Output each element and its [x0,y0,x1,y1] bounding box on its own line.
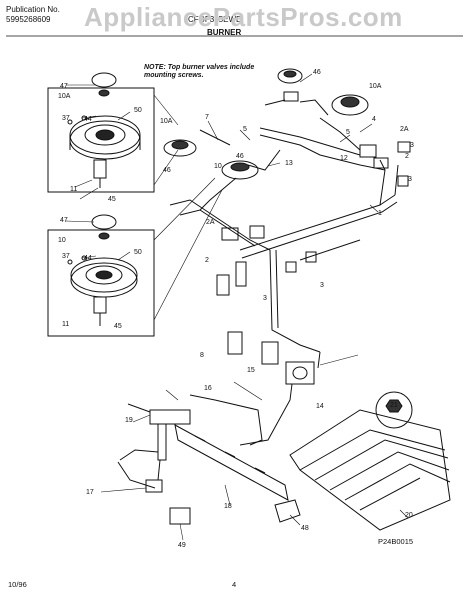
model-number: CFGF365EWD [188,15,242,24]
callout-17: 17 [86,489,94,496]
callout-3-d: 3 [320,282,324,289]
publication-number: 5995268609 [6,15,51,24]
igniter-module [169,507,191,525]
watermark: AppliancePartsPros.com [84,2,403,32]
manifold-assembly [169,99,399,353]
gas-supply-line [239,383,293,446]
spark-module [227,331,243,355]
inset-burner-10a [67,72,141,188]
callout-45-inset-b: 45 [114,323,122,330]
inset-burner-10a-frame [47,87,155,193]
manifold-pipe [174,424,289,501]
callout-10-inset-b: 10 [58,237,66,244]
callout-13: 13 [285,160,293,167]
callout-8: 8 [200,352,204,359]
callout-12: 12 [340,155,348,162]
callout-10a-b: 10A [160,118,173,125]
callout-44-inset-b: 44 [84,255,92,262]
callout-37-inset-a: 37 [62,115,70,122]
burner-valves [216,141,411,296]
regulator-bracket [261,341,279,365]
callout-47-inset-b: 47 [60,217,68,224]
callout-50-inset-a: 50 [134,107,142,114]
callout-45-inset-a: 45 [108,196,116,203]
callout-49: 49 [178,542,186,549]
diagram-note: NOTE: Top burner valves include mounting… [144,64,255,79]
callout-14: 14 [316,403,324,410]
callout-10a-inset-a: 10A [58,93,71,100]
callout-5-a: 5 [243,126,247,133]
inset-burner-10-frame [47,229,155,337]
publication-label: Publication No. [6,5,60,14]
callout-3-a: 3 [410,142,414,149]
callout-10a-c: 10A [369,83,382,90]
callout-37-inset-b: 37 [62,253,70,260]
callout-5-b: 5 [346,129,350,136]
callout-2-b: 2 [205,257,209,264]
callout-11-inset-b: 11 [62,321,69,328]
center-burner [221,160,259,180]
callout-4: 4 [372,116,376,123]
pressure-regulator [285,361,315,385]
callout-21: 21 [390,402,398,409]
callout-20: 20 [405,512,413,519]
callout-47-inset-a: 47 [60,83,68,90]
callout-44-inset-a: 44 [84,116,92,123]
callout-2a-b: 2A [206,219,215,226]
callout-15: 15 [247,367,255,374]
regulator-tube [317,351,321,369]
hex-nut [375,391,413,429]
callout-3-b: 3 [408,176,412,183]
callout-19: 19 [125,417,133,424]
front-right-burner [331,94,369,116]
callout-46-c: 46 [313,69,321,76]
callout-11-inset-a: 11 [70,186,77,193]
diagram-code: P24B0015 [378,537,414,546]
callout-46-a: 46 [163,167,171,174]
callout-46-b: 46 [236,153,244,160]
rear-right-burner [277,68,303,102]
inset-burner-10 [67,214,138,326]
orifice-clip [274,499,301,523]
callout-2a-a: 2A [400,126,409,133]
rear-left-burner [163,139,197,157]
footer-page: 4 [232,580,237,589]
heat-shield [289,409,451,531]
ignition-switch-assembly [127,403,191,481]
callout-48: 48 [301,525,309,532]
callout-1: 1 [378,210,382,217]
callout-18: 18 [224,503,232,510]
callout-16: 16 [204,385,212,392]
callout-2-a: 2 [405,153,409,160]
callout-10-c: 10 [214,163,222,170]
terminal-block [145,479,163,493]
callout-50-inset-b: 50 [134,249,142,256]
callout-7: 7 [205,114,209,121]
footer-date: 10/96 [8,580,27,589]
callout-3-c: 3 [263,295,267,302]
section-title: BURNER [207,28,242,37]
wire-harness [119,449,159,461]
